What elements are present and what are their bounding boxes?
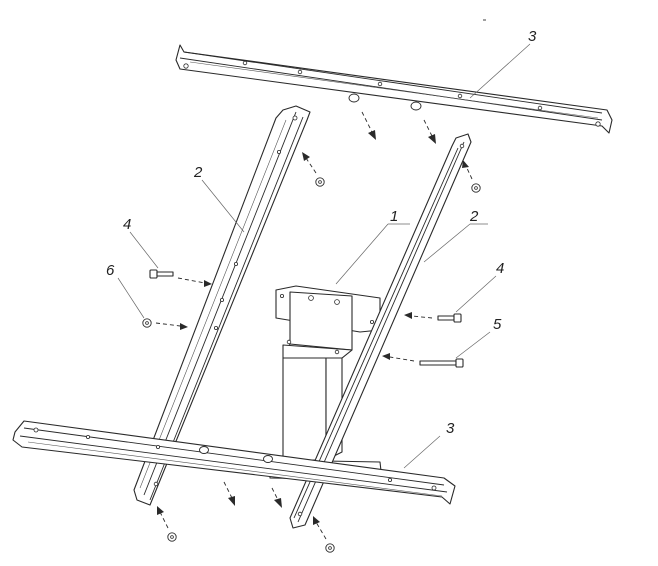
callout-bolt-left: 4 bbox=[123, 216, 131, 233]
rail-left bbox=[133, 105, 311, 506]
nut-rail-right-top bbox=[462, 160, 481, 193]
nut-left bbox=[142, 318, 188, 330]
nut-rail-left-top bbox=[302, 152, 325, 187]
rail-right bbox=[289, 133, 472, 529]
callout-post: 1 bbox=[390, 208, 398, 225]
callout-leaders bbox=[117, 43, 531, 469]
nut-rail-right-bottom bbox=[313, 516, 335, 553]
crossbar-bottom bbox=[12, 420, 456, 505]
long-bolt bbox=[382, 353, 464, 368]
callout-rail-right: 2 bbox=[469, 208, 479, 225]
arrows-crossbar-bottom bbox=[223, 481, 282, 508]
nut-rail-left-bottom bbox=[157, 506, 177, 542]
callout-bolt-right: 4 bbox=[496, 260, 504, 277]
bolt-left bbox=[149, 269, 212, 287]
callout-crossbar-bottom: 3 bbox=[446, 420, 455, 437]
arrows-crossbar-top bbox=[361, 111, 436, 144]
crossbar-top bbox=[175, 44, 613, 134]
callout-nut-left: 6 bbox=[106, 262, 115, 279]
bolt-right bbox=[404, 312, 462, 323]
callout-crossbar-top: 3 bbox=[528, 28, 537, 45]
callout-rail-left: 2 bbox=[193, 164, 203, 181]
callout-long-bolt: 5 bbox=[493, 316, 502, 333]
